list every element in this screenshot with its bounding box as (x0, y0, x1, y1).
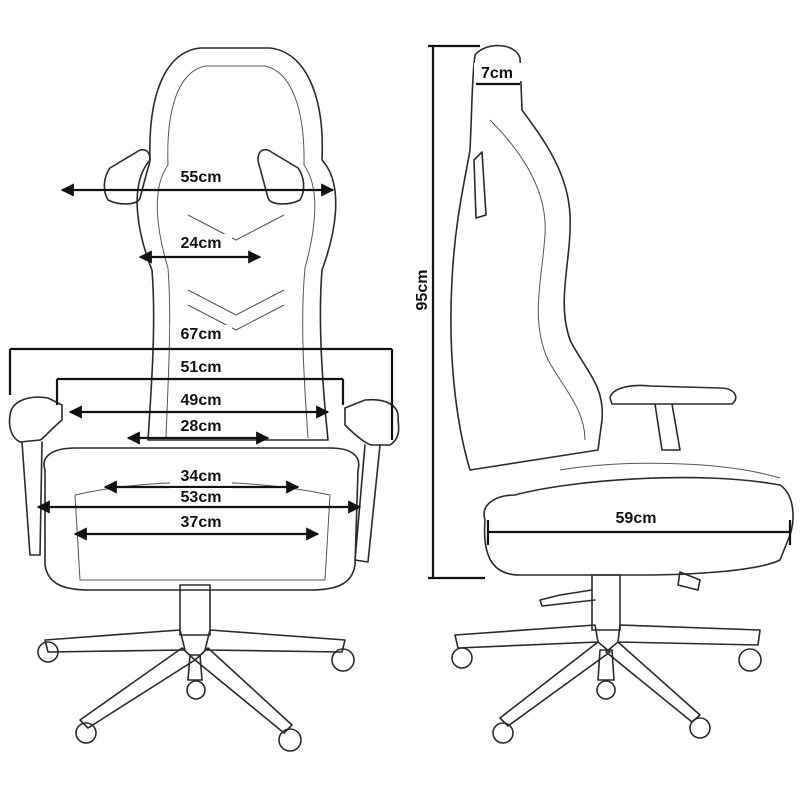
side-headrest-slot (473, 151, 487, 219)
dim-label-headrest-depth: 7cm (481, 65, 513, 82)
dim-label-outer-width: 67cm (181, 326, 222, 343)
front-gas-column (179, 584, 211, 636)
side-armrest (609, 384, 737, 405)
front-view-chair (8, 47, 400, 752)
front-headrest-slot-left (103, 148, 151, 205)
dim-label-lumbar-width: 24cm (181, 235, 222, 252)
dim-label-overall-height: 95cm (414, 270, 431, 311)
front-caster-wheels (37, 641, 355, 752)
side-recline-lever (539, 589, 596, 607)
front-headrest-slot-right (257, 148, 305, 205)
front-armrest-left (8, 396, 63, 443)
dim-label-seat-width: 53cm (181, 489, 222, 506)
dim-label-seat-inner: 34cm (181, 468, 222, 485)
side-dimension-lines: 95cm 7cm 59cm (414, 44, 792, 580)
side-caster-wheels (451, 647, 762, 744)
front-backrest-inner (167, 65, 316, 439)
dim-label-seat-pad: 37cm (181, 514, 222, 531)
front-armrest-right (344, 398, 400, 446)
side-view-chair (450, 44, 794, 744)
dim-label-back-width: 49cm (181, 392, 222, 409)
dim-label-seat-depth: 59cm (616, 510, 657, 527)
dim-label-armrest-inner: 51cm (181, 359, 222, 376)
front-star-base (44, 629, 346, 734)
side-seat (483, 476, 794, 576)
side-backrest (450, 44, 604, 471)
dim-label-back-inner: 28cm (181, 418, 222, 435)
front-backrest (136, 47, 337, 441)
front-seat (43, 447, 360, 591)
side-star-base (454, 624, 761, 727)
front-dimension-lines: 55cm 24cm 67cm 51cm 49cm 28cm 34cm 53cm (8, 168, 394, 541)
side-gas-column (591, 574, 621, 631)
dim-label-headrest-width: 55cm (181, 169, 222, 186)
